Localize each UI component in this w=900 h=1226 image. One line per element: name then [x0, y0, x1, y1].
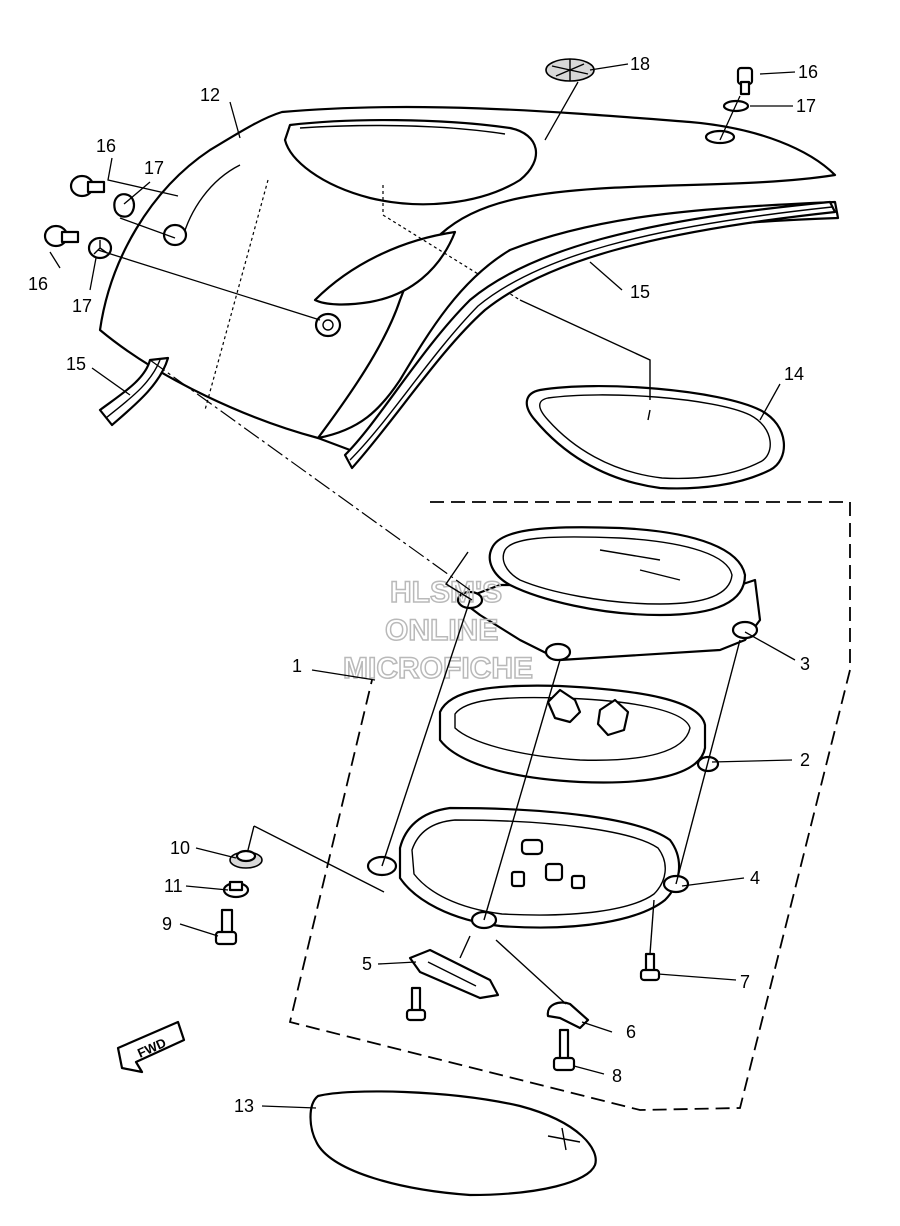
- callout-1: 1: [292, 656, 302, 676]
- part-8-tapping-screw: [552, 1028, 576, 1072]
- part-15-trim-strip-right: [343, 200, 837, 470]
- part-6-clip: [546, 1001, 590, 1030]
- callout-12: 12: [200, 85, 220, 105]
- part-11-collar: [222, 880, 250, 899]
- callout-3: 3: [800, 654, 810, 674]
- watermark-line-2: ONLINE: [385, 614, 498, 647]
- callout-14: 14: [784, 364, 804, 384]
- meter-assembly-boundary: [288, 501, 851, 1111]
- callout-17-top: 17: [796, 96, 816, 116]
- watermark: HLSM'S ONLINE MICROFICHE: [342, 575, 534, 686]
- callout-10: 10: [170, 838, 190, 858]
- part-13-lens-sheet: [309, 1090, 597, 1197]
- part-7-tapping-screw: [639, 952, 661, 982]
- callout-9: 9: [162, 914, 172, 934]
- part-3-meter-lens-housing: [456, 526, 762, 662]
- part-4-meter-case: [366, 806, 690, 930]
- forward-direction-arrow: FWD: [116, 1020, 186, 1074]
- callout-4: 4: [750, 868, 760, 888]
- part-2-meter-unit: [438, 684, 720, 784]
- callout-16-left-upper: 16: [96, 136, 116, 156]
- part-16-screw-top-right: [736, 66, 754, 96]
- callout-5: 5: [362, 954, 372, 974]
- part-14-seal-ring: [525, 384, 785, 490]
- callout-15-right: 15: [630, 282, 650, 302]
- callout-2: 2: [800, 750, 810, 770]
- callout-11: 11: [164, 876, 183, 896]
- part-18-grommet: [545, 58, 595, 82]
- tapping-screw-bracket: [405, 986, 427, 1022]
- watermark-line-1: HLSM'S: [390, 576, 502, 609]
- callout-15-left: 15: [66, 354, 86, 374]
- callout-16-top: 16: [798, 62, 818, 82]
- part-10-damper: [229, 849, 263, 869]
- callout-18: 18: [630, 54, 650, 74]
- callout-17-left-upper: 17: [144, 158, 164, 178]
- part-17-washer-left-lower: [87, 236, 113, 260]
- part-9-bolt: [214, 908, 238, 946]
- part-16-screw-left-upper: [69, 174, 106, 198]
- callout-13: 13: [234, 1096, 254, 1116]
- callout-8: 8: [612, 1066, 622, 1086]
- callout-6: 6: [626, 1022, 636, 1042]
- callout-7: 7: [740, 972, 750, 992]
- part-15-trim-strip-left: [98, 356, 170, 427]
- part-16-screw-left-lower: [43, 224, 80, 248]
- callout-numbers: 12 18 16 17 16 17 16 17 15 15 14 1 3 2 4…: [28, 54, 818, 1116]
- callout-16-left-lower: 16: [28, 274, 48, 294]
- leader-lines: [49, 63, 796, 1109]
- callout-17-left-lower: 17: [72, 296, 92, 316]
- part-5-bracket: [408, 948, 500, 1000]
